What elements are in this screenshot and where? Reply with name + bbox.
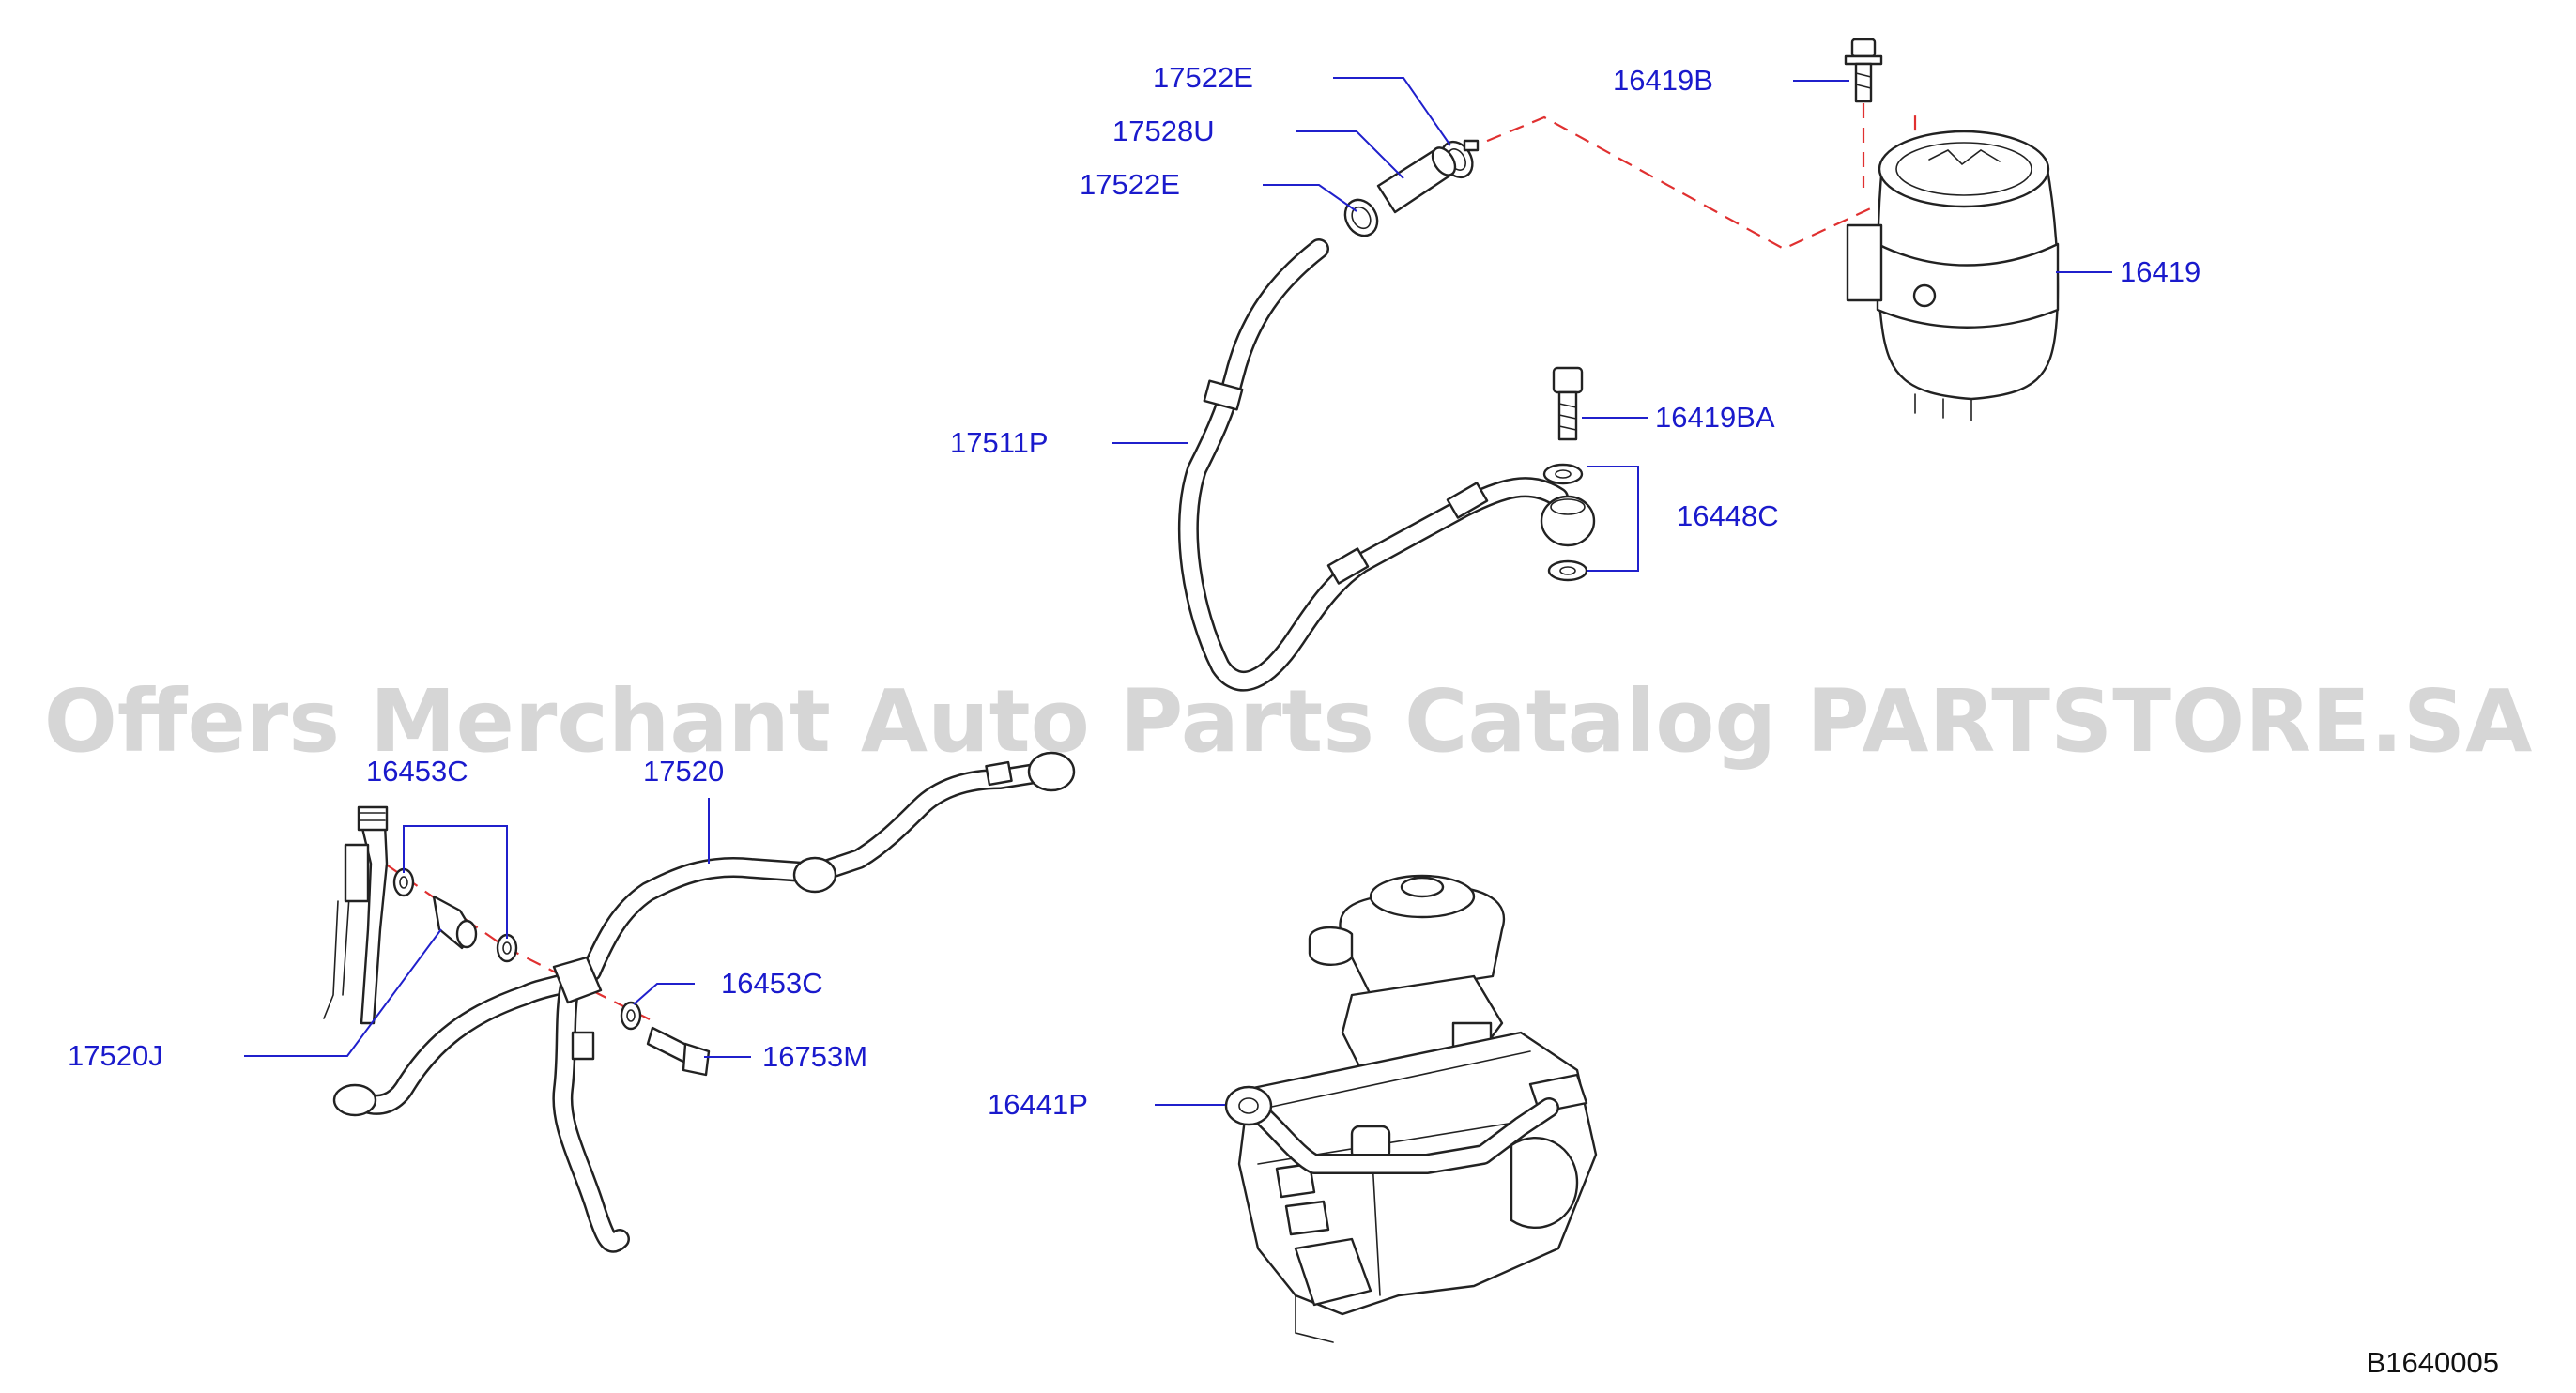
label-17528u[interactable]: 17528U	[1112, 115, 1215, 147]
label-17522e-top[interactable]: 17522E	[1153, 61, 1253, 94]
washer-16448c-bottom[interactable]	[1547, 559, 1588, 582]
label-17522e-bottom[interactable]: 17522E	[1080, 168, 1180, 201]
washer-16453c-right[interactable]	[496, 933, 518, 963]
hose-17520[interactable]	[332, 751, 1076, 1253]
washer-16453c-middle[interactable]	[620, 1001, 642, 1031]
clamp-17522e-bottom[interactable]	[1339, 194, 1384, 242]
hose-17511p[interactable]	[1177, 238, 1569, 692]
banjo-fitting[interactable]	[1540, 495, 1596, 547]
leader-17528u	[1296, 130, 1404, 179]
leader-17520j	[244, 928, 442, 1057]
label-17511p[interactable]: 17511P	[950, 426, 1049, 459]
label-16753m[interactable]: 16753M	[762, 1040, 867, 1073]
fuel-filter-16419[interactable]	[1846, 130, 2060, 421]
hose-17528u[interactable]	[1376, 144, 1460, 214]
leader-16453c-mid	[633, 983, 695, 1005]
label-16453c-mid[interactable]: 16453C	[721, 967, 823, 1000]
diagram-code: B1640005	[2367, 1346, 2499, 1379]
washer-16448c-top[interactable]	[1542, 463, 1584, 485]
pipe-17520j[interactable]	[323, 805, 389, 1025]
label-17520[interactable]: 17520	[643, 755, 724, 788]
label-17520j[interactable]: 17520J	[68, 1039, 163, 1072]
assembly-dash-line-filter	[1464, 113, 1917, 251]
watermark-text: Offers Merchant Auto Parts Catalog PARTS…	[44, 671, 2533, 772]
label-16419ba[interactable]: 16419BA	[1655, 401, 1775, 434]
bolt-16753m[interactable]	[646, 1026, 711, 1077]
label-16419[interactable]: 16419	[2120, 255, 2200, 288]
bolt-16419b[interactable]	[1844, 38, 1883, 103]
label-16419b[interactable]: 16419B	[1613, 64, 1713, 97]
label-16453c-top[interactable]: 16453C	[366, 755, 468, 788]
leader-17522e-bottom	[1263, 184, 1357, 212]
leader-17522e-top	[1333, 77, 1451, 146]
pipe-16441p[interactable]	[1224, 1085, 1559, 1174]
bolt-16419ba[interactable]	[1552, 366, 1584, 441]
label-16448c[interactable]: 16448C	[1677, 499, 1779, 532]
label-16441p[interactable]: 16441P	[988, 1088, 1088, 1121]
leader-16453c-top	[403, 825, 508, 939]
leader-16448c	[1587, 466, 1639, 572]
banjo-bolt-small[interactable]	[432, 895, 478, 950]
washer-16453c-left[interactable]	[392, 867, 415, 897]
